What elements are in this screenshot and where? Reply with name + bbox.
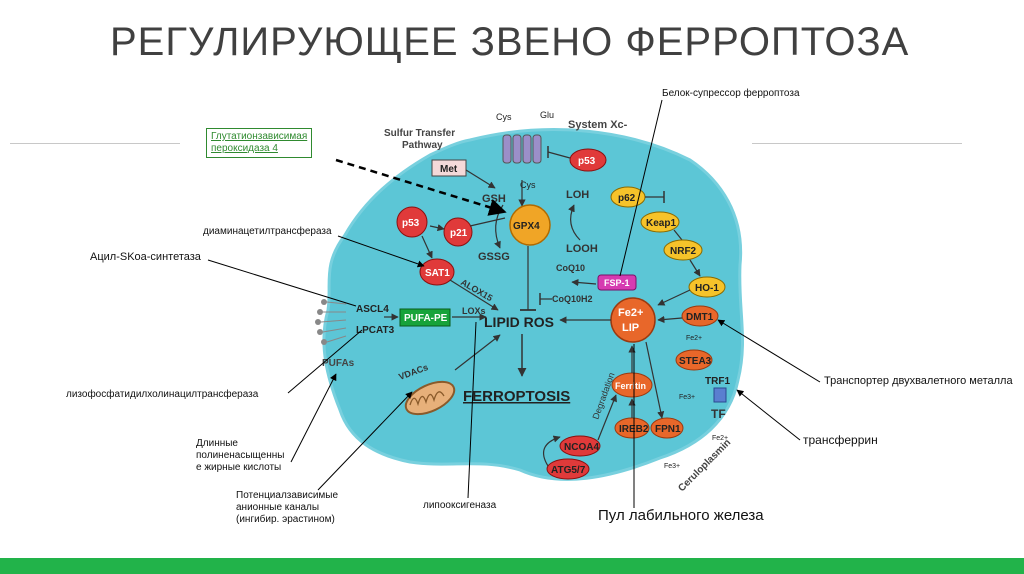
loxs-annotation: липооксигеназа	[423, 500, 497, 511]
gpx4-annotation: Глутатионзависимая пероксидаза 4	[206, 128, 313, 158]
fsp1-label: FSP-1	[604, 278, 630, 288]
lipid-ros-label: LIPID ROS	[484, 314, 554, 330]
stea3-node	[675, 349, 713, 371]
keap1-node	[640, 211, 680, 233]
fpn1-node	[650, 417, 684, 439]
p21-node	[443, 217, 473, 247]
sat1-label: SAT1	[425, 268, 450, 279]
stea3-label: STEA3	[679, 356, 712, 367]
pufas-label: PUFAs	[322, 358, 355, 369]
pufas-annotation: Длинные полиненасыщенны е жирные кислоты	[196, 438, 285, 473]
pufa-pe-label: PUFA-PE	[404, 313, 448, 324]
p53-top-label: p53	[578, 156, 596, 167]
sat1-node	[419, 258, 455, 286]
trf1-label: TRF1	[705, 376, 730, 387]
lpcat3-label: LPCAT3	[356, 325, 395, 336]
gpx4-leader	[335, 158, 507, 216]
keap1-label: Keap1	[646, 218, 676, 229]
dmt1-label: DMT1	[686, 312, 714, 323]
loh-label: LOH	[566, 189, 589, 201]
cys-top-label: Cys	[496, 112, 512, 122]
vdacs-leader	[317, 391, 413, 491]
sat1-annotation: диаминацетилтрансфераза	[203, 226, 332, 237]
fsp1-leader	[619, 99, 663, 277]
sulfur-pathway-label: Sulfur Transfer	[384, 128, 455, 139]
glu-label: Glu	[540, 110, 554, 120]
loxs-leader	[467, 321, 477, 499]
pufa-pe-box	[399, 308, 451, 327]
p62-label: p62	[618, 193, 636, 204]
ncoa4-label: NCOA4	[564, 442, 599, 453]
tf-leader	[736, 389, 801, 441]
sulfur-pathway-label-2: Pathway	[402, 140, 443, 151]
fpn1-label: FPN1	[655, 424, 681, 435]
vdacs-annotation: Потенциалзависимые анионные каналы (инги…	[236, 490, 339, 525]
dmt1-annotation: Транспортер двухвалетного металла	[824, 375, 1013, 387]
met-box	[431, 159, 467, 177]
p53-left-node	[396, 206, 428, 238]
met-label: Met	[440, 164, 458, 175]
mitochondrion-icon	[404, 380, 456, 416]
fe2-lip-node	[610, 297, 656, 343]
fe3-small-label: Fe3+	[679, 394, 695, 401]
tf-annotation: трансферрин	[803, 433, 878, 447]
coq10h2-label: CoQ10H2	[552, 294, 593, 304]
lpcat3-leader	[287, 329, 363, 394]
ferroptosis-label: FERROPTOSIS	[463, 388, 570, 405]
lpcat3-annotation: лизофосфатидилхолинацилтрансфераза	[66, 389, 259, 400]
fe2-lip-label-2: LIP	[622, 322, 639, 334]
ncoa4-node	[559, 435, 601, 457]
p53-left-label: p53	[402, 218, 420, 229]
acsl4-label: ASCL4	[356, 304, 389, 315]
sat1-leader	[337, 235, 425, 268]
dmt1-leader	[717, 319, 821, 383]
title-divider-left	[10, 143, 180, 144]
gpx4-label: GPX4	[513, 221, 540, 232]
fe2-outside-label: Fe2+	[712, 435, 728, 442]
atg57-node	[546, 458, 590, 480]
cys-bottom-label: Cys	[520, 180, 536, 190]
fe2-lip-label-1: Fe2+	[618, 307, 643, 319]
nrf2-label: NRF2	[670, 246, 697, 257]
gpx4-node	[509, 204, 551, 246]
looh-label: LOOH	[566, 243, 598, 255]
lip-annotation: Пул лабильного железа	[598, 507, 764, 524]
atg57-label: ATG5/7	[551, 465, 586, 476]
ho1-label: HO-1	[695, 283, 719, 294]
pufas-leader	[290, 373, 337, 463]
title-divider-right	[752, 143, 962, 144]
fsp1-box	[597, 274, 637, 291]
p53-top-node	[569, 148, 607, 172]
ho1-node	[688, 276, 726, 298]
slide-title: РЕГУЛИРУЮЩЕЕ ЗВЕНО ФЕРРОПТОЗА	[110, 20, 910, 64]
system-xc-transporter	[502, 134, 542, 164]
fe3-outside-label: Fe3+	[664, 463, 680, 470]
coq10-label: CoQ10	[556, 263, 585, 273]
nrf2-node	[663, 239, 703, 261]
dmt1-node	[681, 305, 719, 327]
fe2-small-label: Fe2+	[686, 335, 702, 342]
pufas-lipids	[315, 299, 347, 345]
gsh-label: GSH	[482, 193, 506, 205]
acsl4-leader	[207, 259, 357, 307]
tf-receptor	[713, 387, 727, 403]
system-xc-label: System Xc-	[568, 119, 628, 131]
p21-label: p21	[450, 228, 468, 239]
loxs-label: LOXs	[462, 306, 486, 316]
fsp1-annotation: Белок-супрессор ферроптоза	[662, 88, 800, 99]
acsl4-annotation: Ацил-SKoa-синтетаза	[90, 251, 201, 263]
footer-accent-bar	[0, 558, 1024, 574]
ferritin-label: Ferritin	[615, 381, 646, 391]
gssg-label: GSSG	[478, 251, 510, 263]
tf-label: TF	[711, 407, 726, 421]
